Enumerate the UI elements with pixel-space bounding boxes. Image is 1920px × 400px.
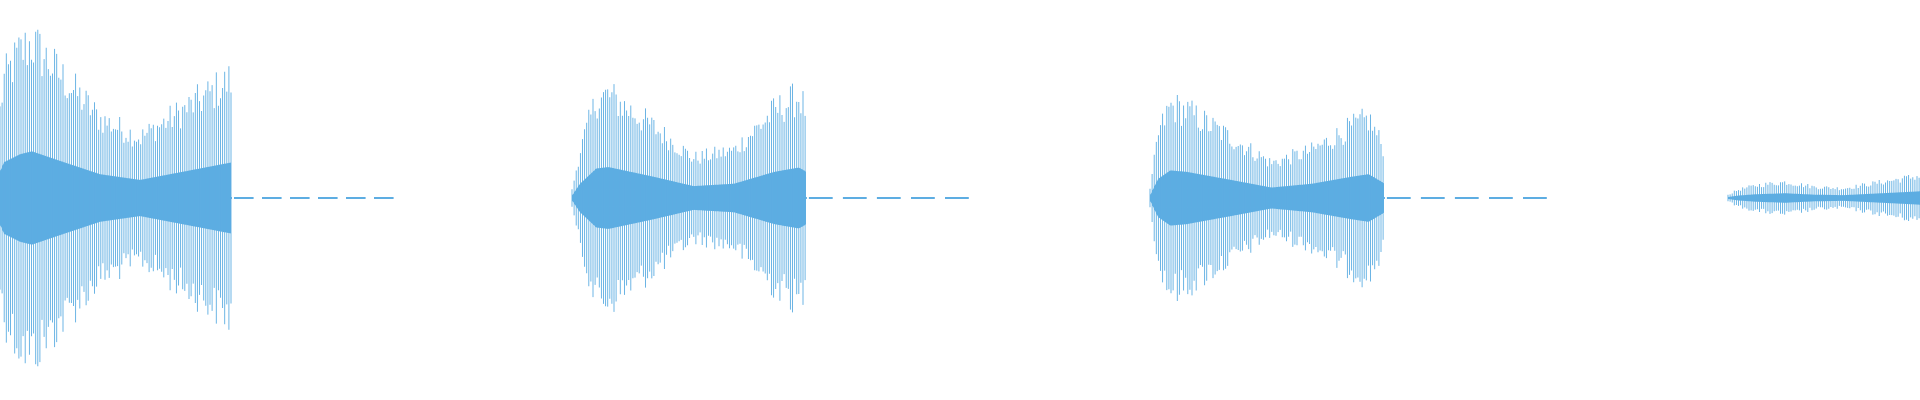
waveform-tail-dash [1420,197,1445,199]
waveform-tail-dash [1523,197,1547,199]
waveform-tail-dash [876,197,901,199]
waveform-clip-2 [571,83,969,313]
waveform-strokes [1149,95,1384,301]
waveform-body [1728,191,1920,205]
waveform-tail-dash [1386,197,1411,199]
waveform-strokes [1727,175,1920,221]
waveform-strokes [571,83,806,313]
waveform-tail-dash [262,197,282,199]
waveform-body [572,167,806,229]
waveform-tail-dash [290,197,310,199]
waveform-tail-dash [911,197,935,199]
waveform-tail-dash [374,197,394,199]
waveform-tail-dash [1489,197,1513,199]
waveform-clip-4 [1727,175,1920,221]
waveform-tail-dash [945,197,969,199]
waveform-clip-1 [0,29,394,367]
waveform-clip-3 [1149,95,1547,301]
waveform-strokes [0,29,232,367]
waveform-tail-dash [234,197,254,199]
waveform-tail-dash [842,197,867,199]
waveform-body [1150,170,1384,226]
waveform-tail-dash [1454,197,1479,199]
waveform-tail-dash [346,197,366,199]
waveform-tail-dash [808,197,833,199]
waveform-tail-dash [318,197,338,199]
clips-layer [0,29,1920,367]
